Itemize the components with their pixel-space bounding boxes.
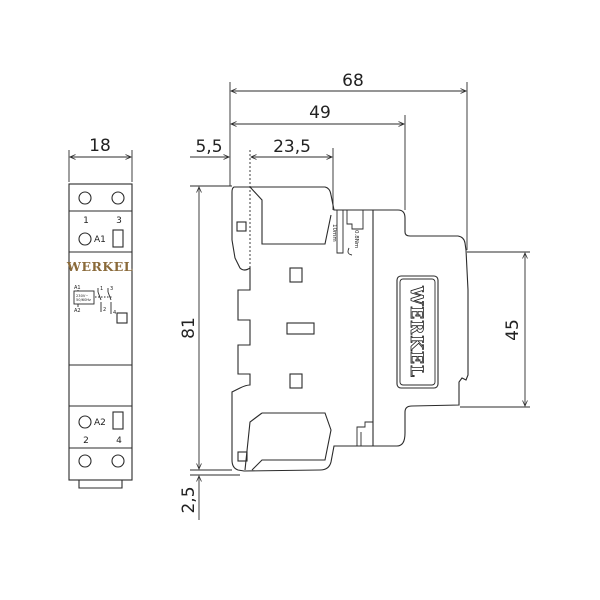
svg-text:2: 2: [103, 307, 106, 313]
torque-arrow-icon: [347, 247, 353, 256]
dim-label-68: 68: [342, 71, 364, 91]
coil-screw-a1: [78, 232, 92, 246]
dim-depth-68: 68: [229, 71, 468, 250]
torque-label: 0.8Nm: [353, 230, 359, 248]
terminal-label-2: 2: [83, 436, 89, 446]
dim-label-49: 49: [309, 103, 331, 123]
dim-width-18: 18: [68, 136, 133, 182]
wiring-schematic: A1 230V~ 50/60Hz A2 1 2 3 4: [73, 285, 116, 316]
side-body-outline: [231, 186, 469, 472]
dim-height-81: 81: [179, 185, 232, 471]
terminal-label-4: 4: [116, 436, 122, 446]
terminal-screw-2: [78, 454, 92, 468]
front-view: 18 1 3 A1 WERKEL A1 230V~ 50/60Hz A2: [66, 136, 133, 489]
coil-label-a2: A2: [94, 418, 106, 428]
brand-logo-side: WERKEL: [406, 285, 426, 378]
terminal-label-1: 1: [83, 216, 89, 226]
svg-text:A1: A1: [74, 285, 81, 291]
terminal-label-3: 3: [116, 216, 122, 226]
terminal-screw-3: [111, 191, 125, 205]
terminal-screw-4: [111, 454, 125, 468]
terminal-screw-1: [78, 191, 92, 205]
dim-label-2-5: 2,5: [179, 486, 199, 513]
svg-text:A2: A2: [74, 308, 81, 314]
dim-label-45: 45: [503, 319, 523, 341]
svg-text:1: 1: [100, 286, 103, 292]
indicator-square-mid: [116, 312, 128, 324]
dim-depth-49: 49: [231, 103, 406, 210]
dim-label-5-5: 5,5: [195, 137, 222, 157]
coil-screw-a2: [78, 415, 92, 429]
dim-offset-2-5: 2,5: [179, 474, 240, 520]
indicator-window-bottom: [112, 411, 124, 430]
dim-label-23-5: 23,5: [273, 137, 311, 157]
strip-length-label: 10mm: [331, 224, 337, 242]
din-clip: [78, 480, 123, 489]
coil-label-a1: A1: [94, 235, 106, 245]
brand-badge: [396, 275, 439, 389]
svg-text:230V~: 230V~: [76, 294, 88, 298]
dim-rail-offset: 5,5 23,5: [190, 137, 334, 272]
dim-height-45: 45: [460, 251, 530, 408]
indicator-window-top: [112, 229, 124, 248]
svg-text:3: 3: [110, 286, 113, 292]
dim-label-width: 18: [89, 136, 111, 156]
svg-text:4: 4: [113, 310, 116, 316]
svg-text:50/60Hz: 50/60Hz: [76, 298, 91, 302]
brand-logo-front: WERKEL: [66, 259, 133, 274]
side-view: 68 49 5,5 23,5 81 2,5: [179, 71, 530, 520]
dim-label-81: 81: [179, 317, 199, 339]
front-body-outline: [68, 183, 133, 481]
